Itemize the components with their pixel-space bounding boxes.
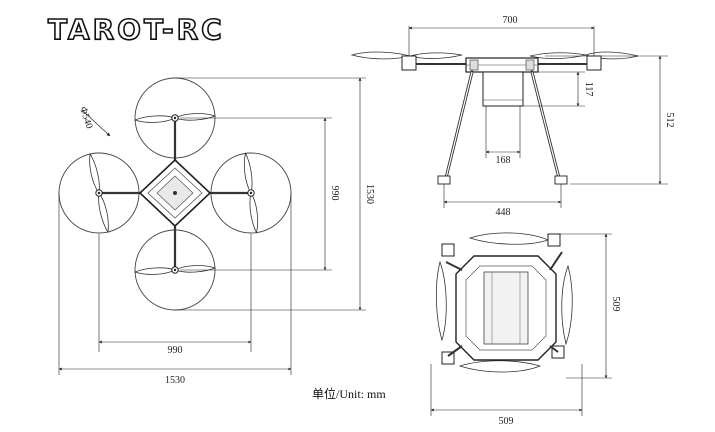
dim-1530-horizontal-label: 1530 (165, 375, 185, 386)
dim-448-label: 448 (496, 207, 511, 218)
motor-right (586, 55, 602, 71)
dim-990-horizontal (98, 234, 252, 352)
tarot-rc-logo: TAROT-RC (47, 12, 225, 46)
dim-990-vertical (180, 117, 332, 271)
dim-1530-vertical (175, 77, 366, 311)
dim-990-horizontal-label: 990 (168, 345, 183, 356)
frame-center (138, 158, 212, 228)
svg-text:TAROT-RC: TAROT-RC (48, 13, 225, 46)
dim-509-horizontal-label: 509 (499, 416, 514, 427)
battery-tray (482, 71, 524, 107)
top-view: Φ540 990 1530 990 1530 (58, 77, 375, 386)
dim-168-label: 168 (496, 155, 511, 166)
dim-700-label: 700 (503, 15, 518, 26)
dim-512-label: 512 (664, 113, 675, 128)
prop-diameter-label: Φ540 (77, 106, 94, 131)
front-view: 700 117 512 168 448 (350, 15, 675, 218)
folded-view: 509 509 (430, 232, 621, 427)
dim-117-label: 117 (583, 82, 594, 97)
dim-509-vertical-label: 509 (610, 297, 621, 312)
dim-990-vertical-label: 990 (329, 186, 340, 201)
dim-1530-horizontal (58, 193, 292, 375)
unit-label: 单位/Unit: mm (312, 387, 386, 401)
motor-left (401, 55, 417, 71)
dim-1530-vertical-label: 1530 (364, 184, 375, 204)
